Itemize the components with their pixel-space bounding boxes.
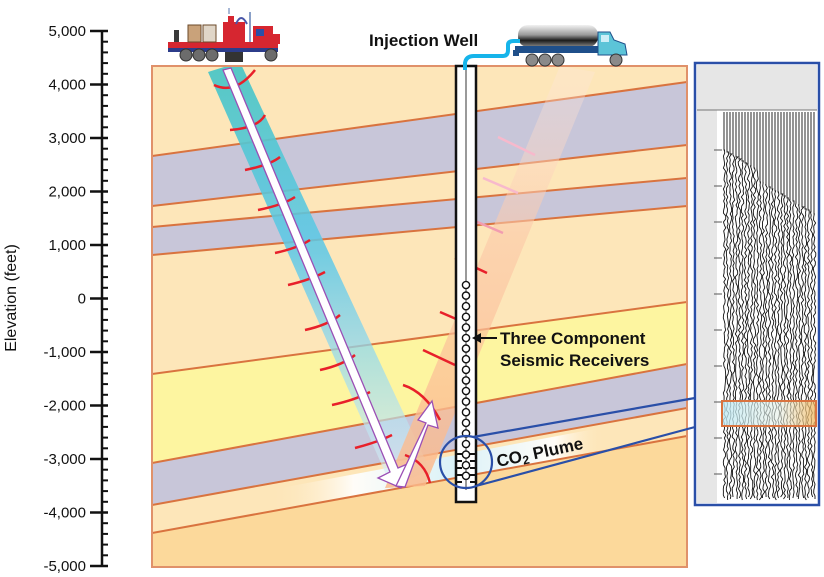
trace [782, 112, 787, 500]
upgoing-ray-band [385, 66, 595, 488]
layer-yellow [152, 302, 687, 463]
trace [746, 112, 751, 498]
trace [791, 112, 796, 499]
receiver [461, 365, 471, 375]
tick-label: -3,000 [43, 451, 86, 468]
seismic-traces [722, 112, 817, 501]
receiver [461, 450, 471, 459]
tick-label: 3,000 [48, 130, 86, 147]
trace [734, 112, 739, 499]
tick-label: -4,000 [43, 505, 86, 522]
tick-label: 2,000 [48, 184, 86, 201]
trace [773, 112, 778, 501]
trace [794, 112, 799, 498]
trace [779, 112, 784, 498]
trace [752, 112, 757, 499]
tick-label: -2,000 [43, 398, 86, 415]
injection-well [454, 64, 478, 504]
axis-ticks [90, 29, 108, 568]
perforations [456, 453, 476, 483]
trace [809, 112, 814, 498]
tick-label: 0 [78, 291, 86, 308]
plume-callout [438, 396, 696, 490]
receiver [461, 344, 471, 353]
receiver [461, 291, 471, 300]
trace [725, 112, 730, 501]
callout-line-top [472, 396, 696, 439]
receivers-pointer-head [472, 333, 481, 343]
source-truck-icon [168, 8, 280, 62]
receiver [461, 386, 471, 396]
downgoing-ray-band [208, 66, 430, 488]
receiver [461, 439, 471, 449]
trace [761, 112, 766, 499]
trace [758, 112, 763, 501]
trace [797, 112, 802, 500]
time-ticks [714, 149, 722, 475]
receiver [461, 354, 471, 364]
trace [731, 112, 736, 498]
cross-section [152, 66, 687, 567]
receivers-callout: Three Component Seismic Receivers [472, 329, 649, 370]
seismic-receivers [461, 280, 471, 481]
receiver [461, 397, 471, 406]
receivers-label-line1: Three Component [500, 329, 646, 348]
tick-label: -5,000 [43, 558, 86, 575]
trace [776, 112, 781, 499]
trace [806, 112, 811, 499]
receiver [461, 460, 471, 470]
callout-line-bottom [475, 425, 696, 488]
reflected-ray-arrow [395, 399, 439, 488]
trace [722, 112, 727, 499]
trace [764, 112, 769, 498]
trace [788, 112, 793, 501]
elevation-axis: 5,000 4,000 3,000 2,000 1,000 0 -1,000 -2,000 -3… [3, 23, 108, 575]
receiver [461, 471, 471, 481]
trace [740, 112, 745, 501]
trace [812, 112, 817, 499]
panel-header [697, 65, 817, 110]
plume-highlight [721, 400, 817, 427]
receiver [461, 301, 471, 311]
trace [728, 112, 733, 500]
receiver [461, 323, 471, 332]
trace [785, 112, 790, 499]
panel-time-axis [697, 110, 717, 503]
trace [749, 112, 754, 500]
trace [800, 112, 805, 499]
upgoing-wavefronts [402, 135, 536, 484]
receiver [461, 333, 471, 343]
tick-label: -1,000 [43, 344, 86, 361]
receivers-label-line2: Seismic Receivers [500, 351, 649, 370]
receiver [461, 376, 471, 385]
trace [755, 112, 760, 501]
injection-hose [463, 39, 520, 70]
trace [770, 112, 775, 499]
receiver [461, 312, 471, 322]
receiver [461, 418, 471, 428]
layer-deep [152, 436, 687, 567]
receiver [461, 407, 471, 417]
injection-well-label: Injection Well [369, 31, 478, 50]
co2-plume [270, 428, 605, 512]
co2-tank-truck-icon [513, 25, 628, 67]
seismic-record-panel [693, 61, 821, 507]
trace [737, 112, 742, 499]
tick-label: 5,000 [48, 23, 86, 40]
tick-label: 1,000 [48, 237, 86, 254]
trace [767, 112, 772, 500]
section-border [151, 65, 688, 568]
axis-tick-labels: 5,000 4,000 3,000 2,000 1,000 0 -1,000 -2,000 -3… [43, 23, 86, 575]
callout-circle [438, 434, 494, 490]
receiver [461, 280, 471, 290]
trace [803, 112, 808, 501]
tick-label: 4,000 [48, 77, 86, 94]
axis-title: Elevation (feet) [3, 244, 20, 352]
trace [743, 112, 748, 500]
